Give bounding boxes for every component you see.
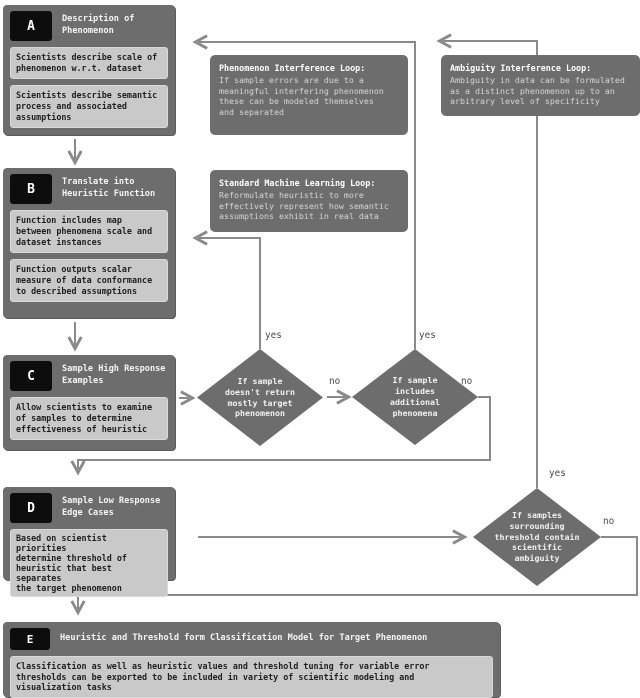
block-a-description-of-phenomenon: A Description of Phenomenon Scientists d… [3,5,175,135]
loop-title: Standard Machine Learning Loop: [219,178,376,188]
block-a-title: Description of Phenomenon [62,14,135,36]
block-c-sample-high-response: C Sample High Response Examples Allow sc… [3,355,175,450]
block-b-translate-into-heuristic: B Translate into Heuristic Function Func… [3,168,175,318]
block-e-classification-model: E Heuristic and Threshold form Classific… [3,622,500,698]
block-c-title: Sample High Response Examples [62,364,166,386]
loop-box-phenomenon-interference: Phenomenon Interference Loop: If sample … [210,55,408,135]
block-b-item: Function outputs scalar measure of data … [10,258,168,302]
loop-body: Ambiguity in data can be formulated as a… [450,75,625,107]
block-e-item: Classification as well as heuristic valu… [10,656,493,698]
block-c-item: Allow scientists to examine of samples t… [10,397,168,440]
loop-body: If sample errors are due to a meaningful… [219,75,384,117]
edge-label-no: no [603,516,615,527]
block-b-item: Function includes map between phenomena … [10,210,168,253]
loop-body: Reformulate heuristic to more effectivel… [219,190,389,222]
edge-label-no: no [461,376,473,387]
block-b-badge: B [10,174,52,204]
edge-label-no: no [329,376,341,387]
block-c-badge: C [10,361,52,391]
loop-title: Ambiguity Interference Loop: [450,63,592,73]
loop-box-ambiguity-interference: Ambiguity Interference Loop: Ambiguity i… [441,55,640,116]
decision-text: If samples surrounding threshold contain… [494,510,580,564]
edge-decision2-yes-to-a [192,34,416,349]
edge-decision2-no-to-d [70,396,491,476]
block-a-item: Scientists describe scale of phenomenon … [10,47,168,79]
block-e-badge: E [10,628,50,650]
block-d-badge: D [10,493,52,523]
edge-label-yes: yes [265,330,282,341]
block-e-title: Heuristic and Threshold form Classificat… [60,633,428,644]
edge-label-yes: yes [549,468,566,479]
decision-text: If sample doesn't return mostly target p… [225,375,295,419]
block-b-title: Translate into Heuristic Function [62,177,156,199]
block-d-title: Sample Low Response Edge Cases [62,496,161,518]
block-a-badge: A [10,11,52,41]
edge-decision3-no-to-e [70,536,638,616]
block-a-item: Scientists describe semantic process and… [10,84,168,128]
block-d-item: Based on scientist priorities determine … [10,529,168,598]
loop-title: Phenomenon Interference Loop: [219,63,366,73]
edge-label-yes: yes [419,330,436,341]
block-d-sample-low-response: D Sample Low Response Edge Cases Based o… [3,487,175,598]
decision-text: If sample includes additional phenomena [390,375,440,418]
edge-decision3-yes-to-a [436,33,538,488]
loop-box-standard-machine-learning: Standard Machine Learning Loop: Reformul… [210,170,408,232]
edge-decision1-yes-to-b [192,230,261,349]
